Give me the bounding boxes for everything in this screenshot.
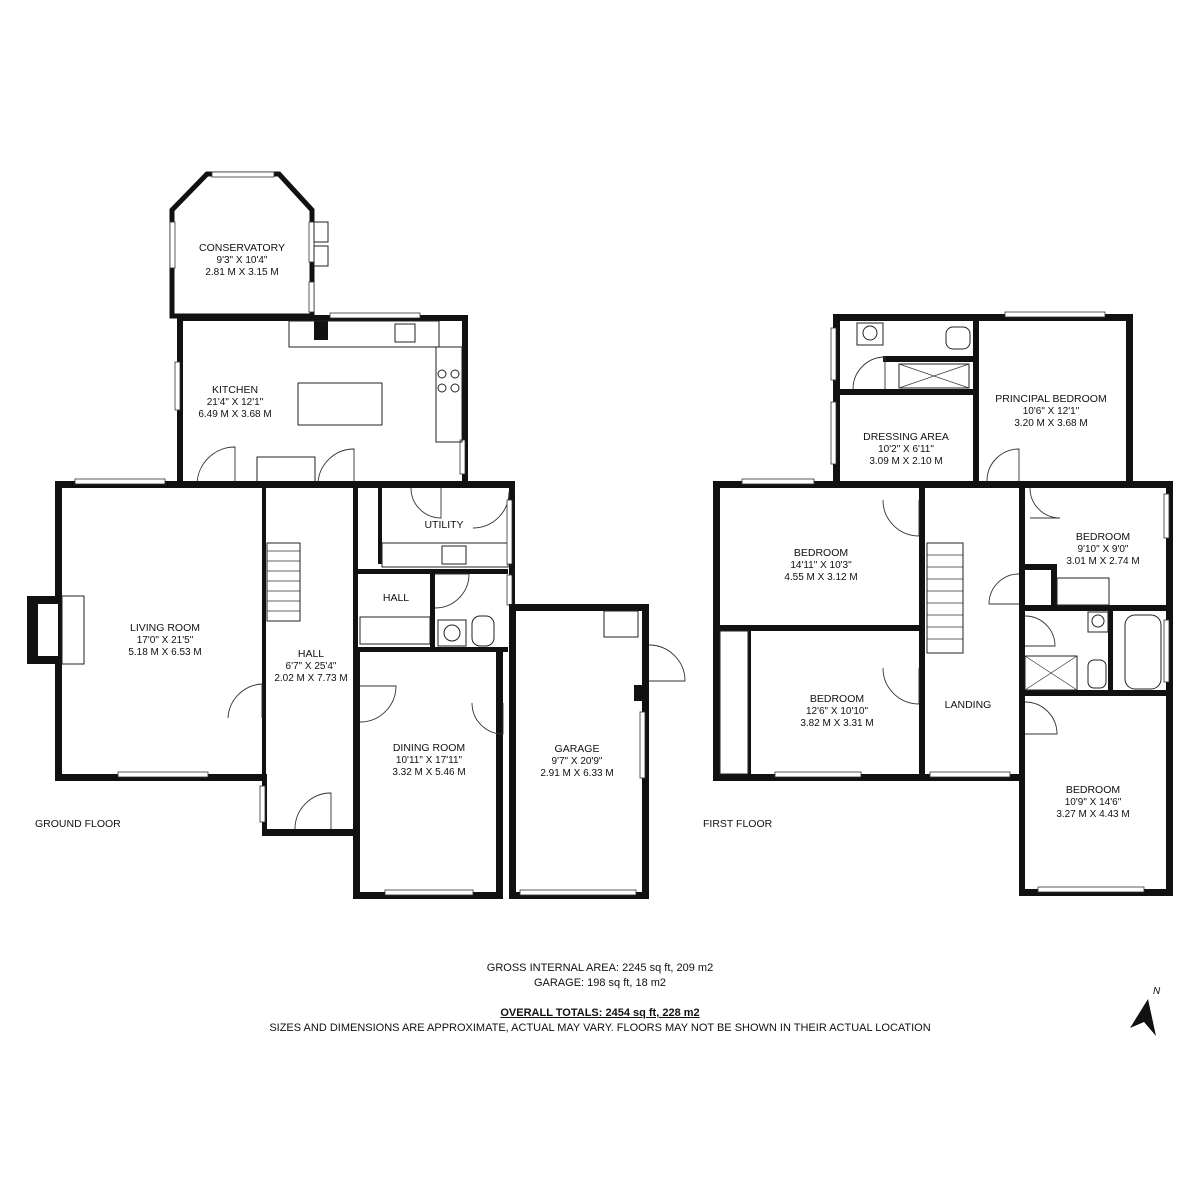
garage-walls: [509, 604, 686, 899]
garage-area: GARAGE: 198 sq ft, 18 m2: [533, 977, 667, 989]
garage-metric: 2.91 M X 6.33 M: [540, 768, 613, 779]
dining-room-metric: 3.32 M X 5.46 M: [392, 767, 465, 778]
utility-name: UTILITY: [424, 519, 463, 531]
kitchen-walls: [174, 312, 468, 487]
living-room-imperial: 17'0" X 21'5": [137, 635, 194, 646]
ground-floor: CONSERVATORY 9'3" X 10'4" 2.81 M X 3.15 …: [27, 171, 686, 899]
first-floor: PRINCIPAL BEDROOM 10'6" X 12'1" 3.20 M X…: [703, 311, 1173, 896]
living-room-metric: 5.18 M X 6.53 M: [128, 647, 201, 658]
ground-floor-label: GROUND FLOOR: [35, 818, 121, 830]
dressing-area-imperial: 10'2" X 6'11": [878, 444, 934, 455]
bedroom-1-metric: 4.55 M X 3.12 M: [784, 572, 857, 583]
landing-walls: [926, 488, 1025, 781]
garage-imperial: 9'7" X 20'9": [552, 756, 603, 767]
landing-name: LANDING: [945, 699, 992, 711]
ground-floor-labels: CONSERVATORY 9'3" X 10'4" 2.81 M X 3.15 …: [35, 242, 614, 830]
dining-room-name: DINING ROOM: [393, 742, 465, 754]
conservatory-metric: 2.81 M X 3.15 M: [205, 267, 278, 278]
principal-bedroom-name: PRINCIPAL BEDROOM: [995, 393, 1106, 405]
bedroom-4-imperial: 10'9" X 14'6": [1065, 797, 1122, 808]
living-room-name: LIVING ROOM: [130, 622, 200, 634]
principal-bedroom-metric: 3.20 M X 3.68 M: [1014, 418, 1087, 429]
conservatory-imperial: 9'3" X 10'4": [217, 255, 268, 266]
bedroom-1-walls: [713, 478, 1173, 781]
gross-internal-area: GROSS INTERNAL AREA: 2245 sq ft, 209 m2: [486, 962, 714, 974]
kitchen-name: KITCHEN: [212, 384, 258, 396]
principal-bedroom-imperial: 10'6" X 12'1": [1023, 406, 1080, 417]
living-room-walls: [27, 478, 355, 781]
disclaimer: SIZES AND DIMENSIONS ARE APPROXIMATE, AC…: [269, 1022, 931, 1034]
first-floor-labels: PRINCIPAL BEDROOM 10'6" X 12'1" 3.20 M X…: [703, 393, 1140, 830]
overall-totals: OVERALL TOTALS: 2454 sq ft, 228 m2: [500, 1007, 700, 1019]
bedroom-2-walls: [1019, 481, 1173, 896]
kitchen-metric: 6.49 M X 3.68 M: [198, 409, 271, 420]
bedroom-4-metric: 3.27 M X 4.43 M: [1056, 809, 1129, 820]
north-arrow-icon: N: [1130, 986, 1161, 1036]
small-hall-name: HALL: [383, 592, 409, 604]
conservatory-name: CONSERVATORY: [199, 242, 285, 254]
bedroom-1-name: BEDROOM: [794, 547, 848, 559]
kitchen-imperial: 21'4" X 12'1": [207, 397, 264, 408]
bedroom-4-walls: [1019, 696, 1173, 896]
first-floor-label: FIRST FLOOR: [703, 818, 773, 830]
garage-name: GARAGE: [555, 743, 600, 755]
bedroom-3-metric: 3.82 M X 3.31 M: [800, 718, 873, 729]
hall-metric: 2.02 M X 7.73 M: [274, 673, 347, 684]
dressing-area-name: DRESSING AREA: [863, 431, 949, 443]
bedroom-1-imperial: 14'11" X 10'3": [790, 560, 852, 571]
bedroom-3-name: BEDROOM: [810, 693, 864, 705]
upper-rear-walls: [830, 311, 1133, 486]
dining-room-imperial: 10'11" X 17'11": [396, 755, 463, 766]
compass-label: N: [1153, 986, 1161, 997]
utility-walls: [353, 481, 515, 652]
bedroom-3-walls: [713, 630, 1025, 781]
bedroom-2-name: BEDROOM: [1076, 531, 1130, 543]
hall-imperial: 6'7" X 25'4": [286, 661, 337, 672]
dressing-area-metric: 3.09 M X 2.10 M: [869, 456, 942, 467]
bedroom-2-imperial: 9'10" X 9'0": [1078, 544, 1129, 555]
dining-room-walls: [353, 647, 504, 899]
bedroom-3-imperial: 12'6" X 10'10": [806, 706, 869, 717]
bedroom-2-metric: 3.01 M X 2.74 M: [1066, 556, 1139, 567]
hall-name: HALL: [298, 648, 324, 660]
bedroom-4-name: BEDROOM: [1066, 784, 1120, 796]
